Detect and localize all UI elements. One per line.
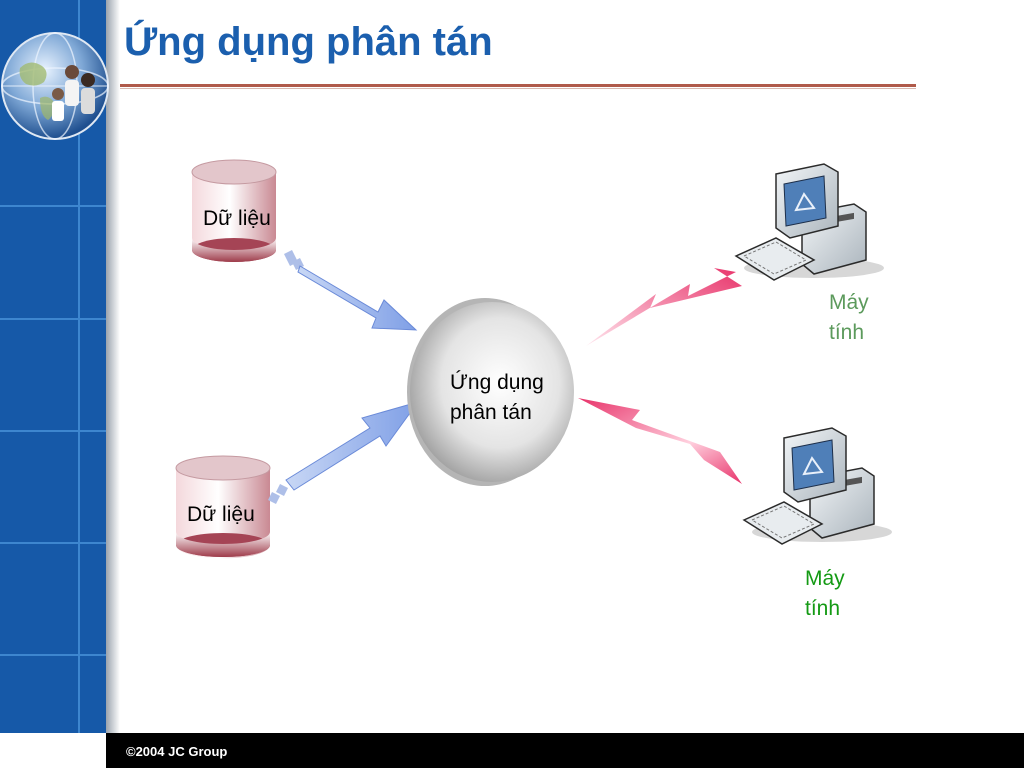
signal-top-icon	[586, 268, 742, 346]
sidebar-gridline	[0, 205, 106, 207]
computer-bottom-label-line2: tính	[805, 597, 841, 620]
copyright-text: ©2004 JC Group	[126, 744, 228, 759]
application-sphere-icon	[407, 298, 574, 486]
title-divider-shadow	[120, 88, 916, 89]
computer-bottom-icon	[742, 427, 892, 545]
database-bottom-label: Dữ liệu	[187, 503, 255, 526]
sidebar-gridline	[0, 654, 106, 656]
center-label-line1: Ứng dụng	[450, 371, 544, 394]
computer-bottom-label-line1: Máy	[805, 567, 845, 590]
signal-bottom-icon	[578, 398, 742, 484]
arrow-top-icon	[284, 250, 418, 331]
computer-top-label-line1: Máy	[829, 291, 869, 314]
computer-top-icon	[734, 163, 884, 281]
database-top-label: Dữ liệu	[203, 207, 271, 230]
sidebar-gridline	[0, 542, 106, 544]
sidebar-gridline	[0, 318, 106, 320]
globe-logo-icon	[1, 32, 109, 140]
arrow-bottom-icon	[268, 401, 420, 504]
sidebar-shadow	[106, 0, 120, 733]
page-title: Ứng dụng phân tán	[124, 20, 493, 64]
footer-bar	[106, 733, 1024, 768]
computer-top-label-line2: tính	[829, 321, 865, 344]
title-divider	[120, 84, 916, 87]
center-label-line2: phân tán	[450, 401, 532, 424]
sidebar-gridline	[78, 0, 80, 733]
database-bottom-icon	[175, 455, 271, 559]
sidebar-gridline	[0, 430, 106, 432]
database-top-icon	[191, 159, 277, 262]
